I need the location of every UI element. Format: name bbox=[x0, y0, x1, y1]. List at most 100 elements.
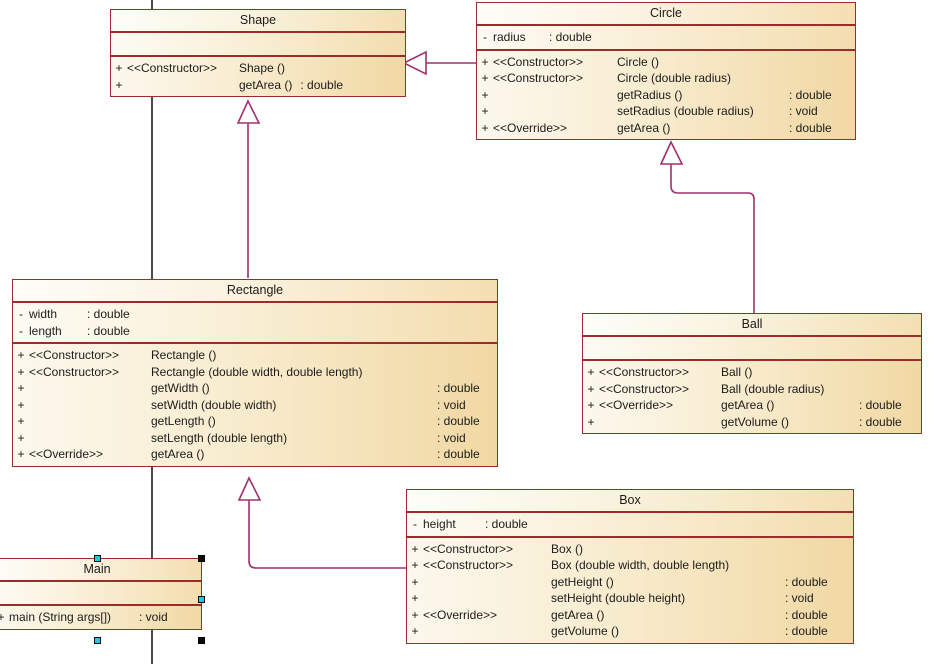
stereotype-label: <<Constructor>> bbox=[29, 348, 120, 362]
operation-signature: Rectangle (double width, double length) bbox=[151, 364, 363, 379]
attribute-type: : double bbox=[87, 307, 130, 321]
return-type: : double bbox=[785, 607, 828, 622]
return-type: : double bbox=[785, 574, 828, 589]
class-box-main[interactable]: Main + main (String args[]) : void bbox=[0, 558, 202, 630]
selection-handle-top-center[interactable] bbox=[94, 555, 101, 562]
attribute-row[interactable]: - width : double bbox=[13, 306, 497, 323]
stereotype-label: <<Constructor>> bbox=[599, 365, 690, 379]
class-attributes-ball bbox=[583, 337, 921, 361]
selection-handle-top-right[interactable] bbox=[198, 555, 205, 562]
visibility-marker: + bbox=[17, 381, 25, 395]
operation-row[interactable]: + <<Override>> getArea () : double bbox=[583, 397, 921, 414]
operation-row[interactable]: + getArea () : double bbox=[111, 77, 405, 94]
operation-row[interactable]: + <<Constructor>> Shape () bbox=[111, 60, 405, 77]
operation-row[interactable]: + <<Constructor>> Box () bbox=[407, 541, 853, 558]
attribute-name: height bbox=[423, 517, 456, 531]
operation-row[interactable]: + <<Constructor>> Circle () bbox=[477, 54, 855, 71]
stereotype-label: <<Constructor>> bbox=[493, 71, 584, 85]
operation-row[interactable]: + <<Override>> getArea () : double bbox=[477, 120, 855, 137]
return-type: : double bbox=[437, 414, 480, 428]
operation-row[interactable]: + getVolume () : double bbox=[407, 623, 853, 640]
operation-signature: getRadius () bbox=[617, 87, 683, 102]
attribute-type: : double bbox=[549, 30, 592, 44]
class-box-ball[interactable]: Ball + <<Constructor>> Ball () + <<Const… bbox=[582, 313, 922, 434]
stereotype-label: <<Override>> bbox=[599, 398, 674, 412]
connector-box-to-rectangle[interactable] bbox=[237, 476, 406, 569]
return-type: : double bbox=[859, 398, 902, 412]
operation-signature: Circle (double radius) bbox=[617, 71, 732, 85]
attribute-row[interactable]: - height : double bbox=[407, 516, 853, 533]
connector-circle-to-shape[interactable] bbox=[402, 50, 476, 76]
visibility-marker: + bbox=[17, 414, 25, 428]
operation-row[interactable]: + <<Constructor>> Rectangle (double widt… bbox=[13, 364, 497, 381]
operation-signature: Box (double width, double length) bbox=[551, 558, 730, 572]
visibility-marker: + bbox=[481, 87, 489, 102]
class-title-box: Box bbox=[407, 490, 853, 513]
visibility-marker: - bbox=[483, 30, 487, 44]
attribute-name: width bbox=[29, 307, 58, 321]
visibility-marker: + bbox=[411, 558, 419, 572]
operation-row[interactable]: + <<Constructor>> Rectangle () bbox=[13, 347, 497, 364]
attribute-type: : double bbox=[87, 323, 130, 338]
visibility-marker: + bbox=[411, 574, 419, 589]
return-type: : double bbox=[859, 414, 902, 429]
return-type: : double bbox=[300, 77, 344, 92]
visibility-marker: + bbox=[481, 120, 489, 135]
visibility-marker: - bbox=[19, 323, 23, 338]
selection-handle-bottom-center[interactable] bbox=[94, 637, 101, 644]
class-title-ball: Ball bbox=[583, 314, 921, 337]
attribute-row[interactable]: - radius : double bbox=[477, 29, 855, 46]
visibility-marker: + bbox=[587, 414, 595, 429]
operation-row[interactable]: + setWidth (double width) : void bbox=[13, 397, 497, 414]
operation-row[interactable]: + setLength (double length) : void bbox=[13, 430, 497, 447]
stereotype-label: <<Override>> bbox=[29, 447, 104, 461]
operation-row[interactable]: + <<Constructor>> Ball (double radius) bbox=[583, 381, 921, 398]
class-title-shape: Shape bbox=[111, 10, 405, 33]
stereotype-label: <<Constructor>> bbox=[423, 558, 514, 572]
operation-row[interactable]: + main (String args[]) : void bbox=[0, 609, 201, 626]
operation-row[interactable]: + setHeight (double height) : void bbox=[407, 590, 853, 607]
attribute-name: length bbox=[29, 323, 62, 338]
visibility-marker: + bbox=[17, 364, 25, 379]
class-operations-box: + <<Constructor>> Box () + <<Constructor… bbox=[407, 537, 853, 643]
operation-row[interactable]: + getHeight () : double bbox=[407, 574, 853, 591]
return-type: : double bbox=[437, 447, 480, 461]
attribute-row[interactable]: - length : double bbox=[13, 323, 497, 340]
operation-signature: Shape () bbox=[239, 61, 286, 75]
class-title-rectangle: Rectangle bbox=[13, 280, 497, 303]
connector-rectangle-to-shape[interactable] bbox=[236, 99, 261, 278]
operation-row[interactable]: + <<Override>> getArea () : double bbox=[13, 446, 497, 463]
class-box-rectangle[interactable]: Rectangle - width : double - length : do… bbox=[12, 279, 498, 467]
selection-handle-middle-right[interactable] bbox=[198, 596, 205, 603]
operation-row[interactable]: + getWidth () : double bbox=[13, 380, 497, 397]
class-operations-circle: + <<Constructor>> Circle () + <<Construc… bbox=[477, 50, 855, 139]
connector-ball-to-circle[interactable] bbox=[659, 140, 755, 313]
operation-row[interactable]: + getLength () : double bbox=[13, 413, 497, 430]
operation-row[interactable]: + <<Constructor>> Circle (double radius) bbox=[477, 70, 855, 87]
class-title-circle: Circle bbox=[477, 3, 855, 26]
stereotype-label: <<Constructor>> bbox=[493, 54, 584, 69]
operation-row[interactable]: + setRadius (double radius) : void bbox=[477, 103, 855, 120]
visibility-marker: + bbox=[587, 398, 595, 412]
class-box-shape[interactable]: Shape + <<Constructor>> Shape () + getAr… bbox=[110, 9, 406, 97]
visibility-marker: + bbox=[0, 610, 5, 624]
visibility-marker: + bbox=[17, 397, 25, 412]
selection-handle-bottom-right[interactable] bbox=[198, 637, 205, 644]
operation-row[interactable]: + <<Constructor>> Ball () bbox=[583, 364, 921, 381]
operation-row[interactable]: + <<Constructor>> Box (double width, dou… bbox=[407, 557, 853, 574]
return-type: : double bbox=[789, 120, 832, 135]
class-box-box[interactable]: Box - height : double + <<Constructor>> … bbox=[406, 489, 854, 644]
class-box-circle[interactable]: Circle - radius : double + <<Constructor… bbox=[476, 2, 856, 140]
operation-signature: getArea () bbox=[721, 398, 775, 412]
visibility-marker: + bbox=[411, 591, 419, 605]
return-type: : double bbox=[785, 624, 828, 638]
operation-row[interactable]: + getVolume () : double bbox=[583, 414, 921, 431]
return-type: : void bbox=[139, 610, 168, 624]
operation-row[interactable]: + getRadius () : double bbox=[477, 87, 855, 104]
operation-signature: Box () bbox=[551, 541, 584, 556]
class-attributes-circle: - radius : double bbox=[477, 26, 855, 51]
attribute-type: : double bbox=[485, 517, 528, 531]
operation-signature: setLength (double length) bbox=[151, 430, 288, 445]
operation-row[interactable]: + <<Override>> getArea () : double bbox=[407, 607, 853, 624]
